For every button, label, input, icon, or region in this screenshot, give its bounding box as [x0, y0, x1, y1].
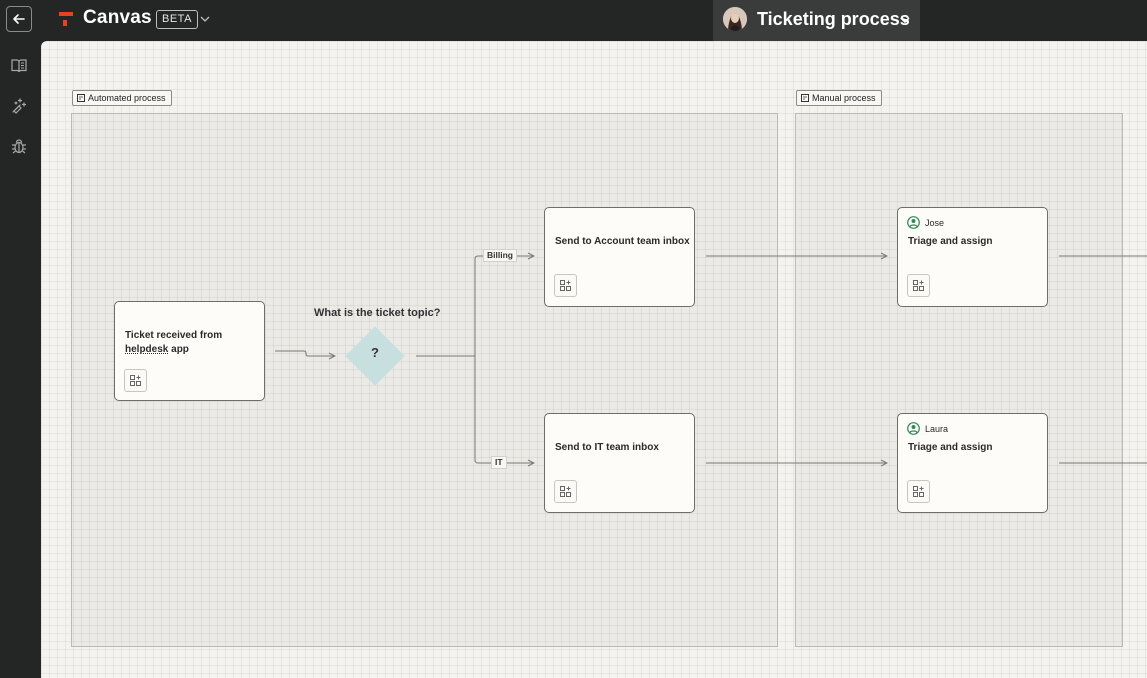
process-canvas[interactable]: Automated process Manual process Tick [41, 41, 1147, 678]
assignee: Jose [907, 216, 944, 229]
add-block-icon [130, 375, 141, 386]
add-step-button[interactable] [124, 369, 147, 392]
add-block-icon [913, 280, 924, 291]
triage-node-laura[interactable]: Laura Triage and assign [897, 413, 1048, 513]
add-block-icon [913, 486, 924, 497]
decision-question: What is the ticket topic? [314, 307, 441, 319]
account-inbox-node[interactable]: Send to Account team inbox [544, 207, 695, 307]
flow-connectors [275, 41, 1147, 678]
add-step-button[interactable] [554, 480, 577, 503]
process-selector[interactable]: Ticketing process [713, 0, 920, 41]
group-icon [77, 94, 85, 102]
beta-badge: BETA [156, 10, 198, 29]
node-title: Triage and assign [908, 442, 993, 453]
edge-label-billing[interactable]: Billing [483, 249, 517, 262]
add-step-button[interactable] [554, 274, 577, 297]
node-title: Send to Account team inbox [555, 236, 690, 247]
node-title: Triage and assign [908, 236, 993, 247]
process-title: Ticketing process [757, 9, 910, 29]
bug-icon[interactable] [10, 137, 28, 155]
it-inbox-node[interactable]: Send to IT team inbox [544, 413, 695, 513]
automated-process-group[interactable] [71, 113, 778, 647]
book-icon[interactable] [10, 57, 28, 75]
assignee: Laura [907, 422, 948, 435]
node-title: Ticket received from helpdesk app [125, 330, 223, 355]
chevron-down-icon [900, 17, 910, 24]
add-step-button[interactable] [907, 274, 930, 297]
group-icon [801, 94, 809, 102]
group-label-text: Automated process [88, 93, 166, 103]
assignee-name: Laura [925, 423, 949, 434]
app-logo-icon [59, 12, 73, 26]
avatar [723, 7, 747, 31]
app-title: Canvas [83, 7, 152, 28]
triage-node-jose[interactable]: Jose Triage and assign [897, 207, 1048, 307]
add-block-icon [560, 486, 571, 497]
automated-process-label[interactable]: Automated process [72, 90, 172, 106]
assignee-name: Jose [925, 217, 945, 228]
add-block-icon [560, 280, 571, 291]
back-button[interactable] [6, 6, 32, 32]
manual-process-group[interactable] [795, 113, 1123, 647]
decision-symbol: ? [371, 345, 379, 360]
edge-label-it[interactable]: IT [491, 456, 507, 469]
magic-wand-icon[interactable] [10, 97, 28, 115]
sidebar [0, 41, 41, 678]
trigger-node[interactable]: Ticket received from helpdesk app [114, 301, 265, 401]
user-circle-icon [907, 422, 920, 435]
node-title: Send to IT team inbox [555, 442, 659, 453]
chevron-down-icon[interactable] [199, 13, 211, 25]
user-circle-icon [907, 216, 920, 229]
group-label-text: Manual process [812, 93, 876, 103]
add-step-button[interactable] [907, 480, 930, 503]
manual-process-label[interactable]: Manual process [796, 90, 882, 106]
top-bar: Canvas BETA Ticketing process [0, 0, 1147, 41]
arrow-left-icon [13, 14, 25, 24]
